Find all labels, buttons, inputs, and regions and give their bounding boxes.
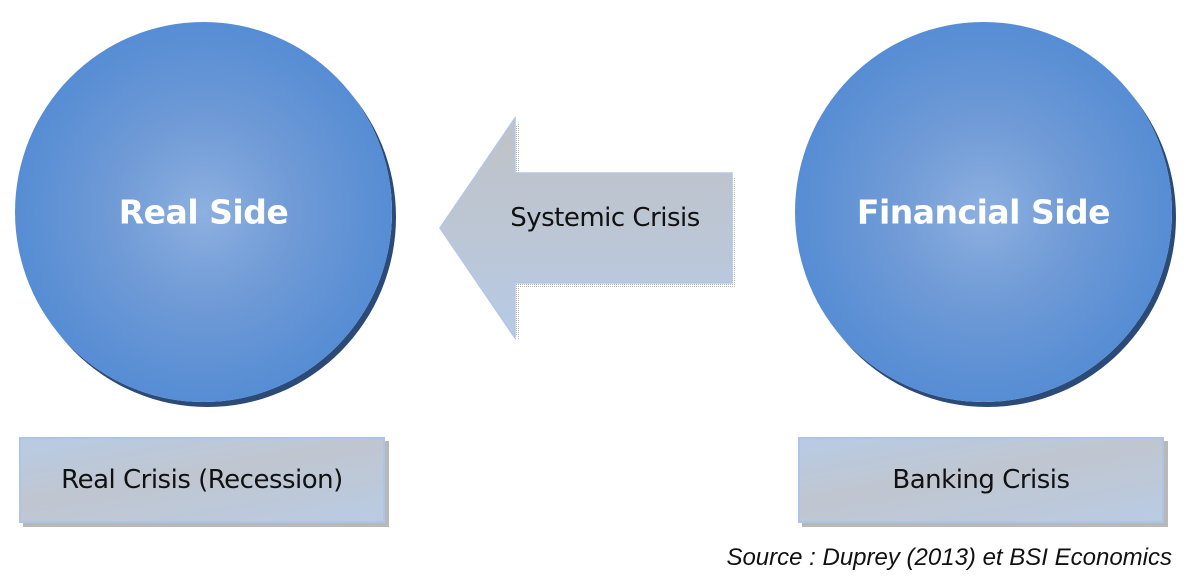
real-crisis-label: Real Crisis (Recession) (61, 465, 343, 495)
banking-crisis-box: Banking Crisis (798, 437, 1164, 523)
real-side-label: Real Side (118, 192, 289, 232)
financial-side-label: Financial Side (856, 192, 1111, 232)
real-side-node: Real Side (15, 22, 392, 402)
banking-crisis-label: Banking Crisis (892, 465, 1070, 495)
source-citation: Source : Duprey (2013) et BSI Economics (726, 544, 1172, 571)
real-crisis-box: Real Crisis (Recession) (19, 437, 385, 523)
systemic-crisis-arrow (439, 115, 736, 341)
financial-side-node: Financial Side (795, 22, 1172, 402)
systemic-crisis-label: Systemic Crisis (510, 203, 700, 233)
arrow-shape (439, 115, 733, 341)
